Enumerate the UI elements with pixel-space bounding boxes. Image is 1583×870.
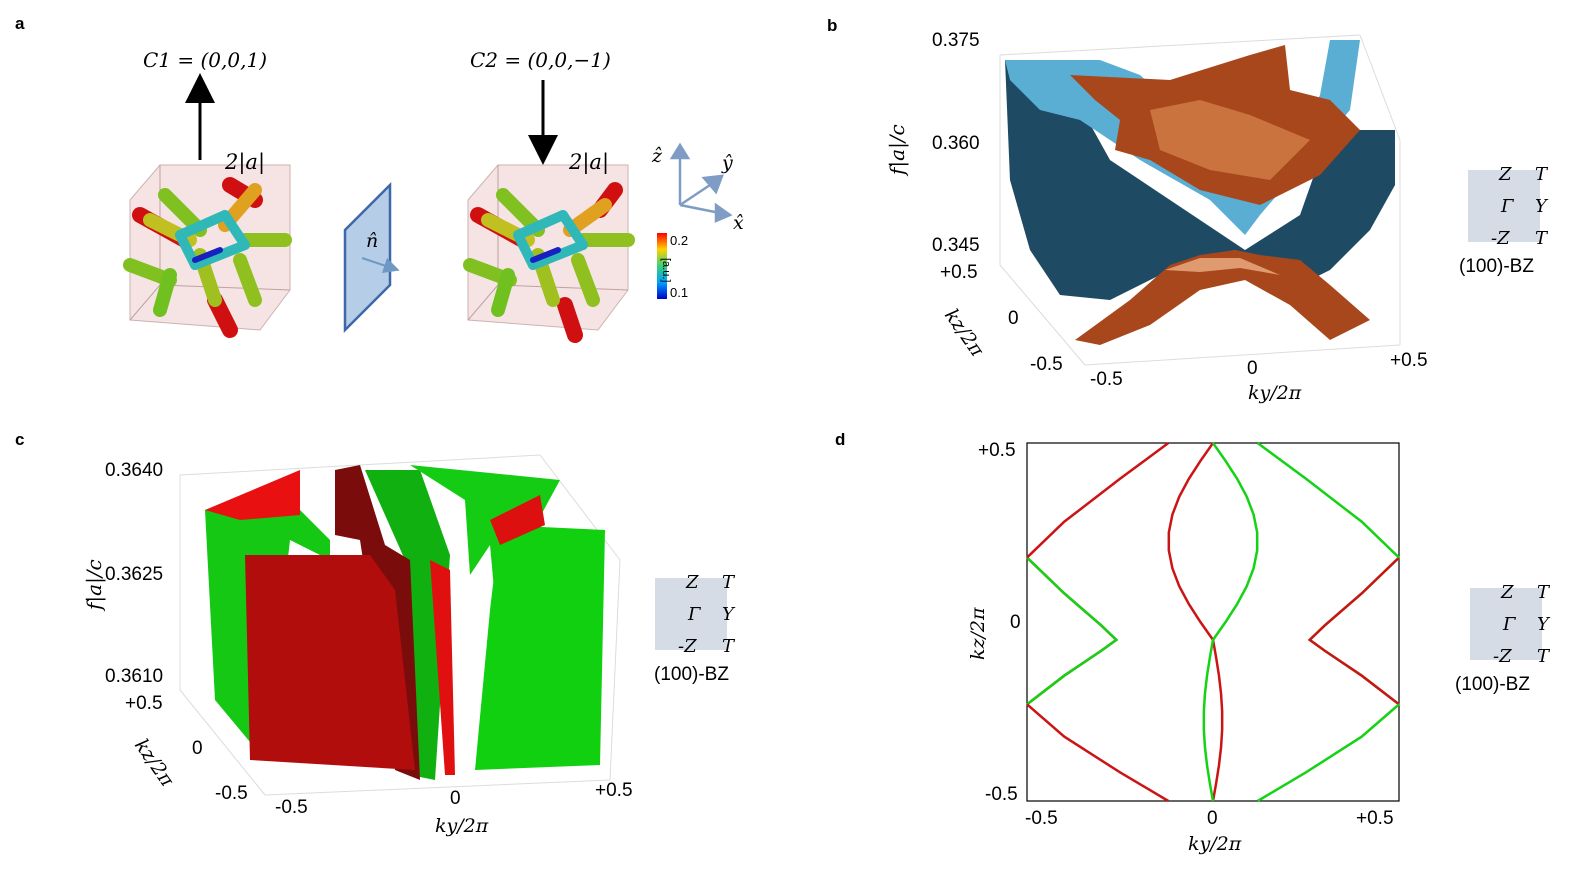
- panel-label-b: b: [827, 16, 838, 35]
- bz-inset-b: Z T Γ Y -Z T (100)-BZ: [1453, 164, 1563, 290]
- bz-caption: (100)-BZ: [1459, 256, 1534, 277]
- bz-Z: Z: [686, 572, 699, 593]
- crystal-structure-left: [123, 164, 292, 338]
- panel-c-surface: [179, 454, 621, 796]
- central-curve-left: [1167, 442, 1224, 802]
- panel-c-f-tick-2: 0.3625: [105, 564, 164, 585]
- panel-d-xlabel: ky/2π: [1188, 833, 1242, 855]
- panel-c-kz-tick-2: 0: [192, 738, 203, 759]
- bz-square: [1468, 170, 1540, 242]
- panel-b-f-tick-1: 0.375: [932, 30, 980, 51]
- bz-Gamma: Γ: [1501, 196, 1514, 217]
- bz-square: [1470, 588, 1542, 660]
- panel-c-f-tick-1: 0.3640: [105, 460, 164, 481]
- panel-label-d: d: [835, 430, 846, 449]
- bz-Y: Y: [722, 604, 734, 625]
- curve-right-1: [1307, 556, 1400, 706]
- panel-d-ylabel: kz/2π: [967, 607, 989, 660]
- bz-T-top: T: [1535, 164, 1548, 185]
- crystal-structure-right: [463, 164, 635, 343]
- bz-caption: (100)-BZ: [1455, 674, 1530, 695]
- panel-c-ky-tick-2: 0: [450, 788, 461, 809]
- panel-b-ky-tick-2: 0: [1247, 358, 1258, 379]
- bz-Y: Y: [1537, 614, 1549, 635]
- bz-T-bottom: T: [1537, 646, 1550, 667]
- bz-Gamma: Γ: [1503, 614, 1516, 635]
- curve-left-0: [1026, 556, 1119, 706]
- normal-vector-label: n̂: [366, 230, 379, 252]
- bz-inset-c: Z T Γ Y -Z T (100)-BZ: [640, 572, 750, 698]
- panel-b-box: [999, 34, 1401, 366]
- curve-left-2: [1026, 441, 1170, 559]
- panel-b-ky-label: ky/2π: [1248, 382, 1302, 404]
- cube-size-label-left: 2|a|: [225, 150, 266, 174]
- bz-Z: Z: [1499, 164, 1512, 185]
- bz-square: [655, 578, 727, 650]
- axis-z-label: ẑ: [652, 145, 663, 167]
- panel-b-surface: [999, 34, 1401, 366]
- panel-b-kz-tick-1: +0.5: [940, 262, 978, 283]
- cube-size-label-right: 2|a|: [569, 150, 610, 174]
- curve-right-0: [1307, 556, 1400, 706]
- panel-label-a: a: [15, 14, 25, 33]
- panel-c-ky-tick-1: -0.5: [275, 797, 308, 818]
- c1-vector-label: C1 = (0,0,1): [143, 48, 267, 72]
- bz-minus-Z: -Z: [1491, 228, 1510, 249]
- bz-minus-Z: -Z: [1493, 646, 1512, 667]
- colorbar-max: 0.2: [670, 233, 689, 248]
- axes-triad: [669, 142, 733, 223]
- bz-T-top: T: [722, 572, 735, 593]
- panel-b-ky-tick-3: +0.5: [1390, 350, 1428, 371]
- panel-c-kz-tick-3: -0.5: [215, 783, 248, 804]
- panel-c-ky-label: ky/2π: [435, 815, 489, 837]
- curve-right-3: [1257, 703, 1400, 803]
- bz-inset-d: Z T Γ Y -Z T (100)-BZ: [1455, 582, 1565, 708]
- panel-b-f-tick-2: 0.360: [932, 133, 980, 154]
- bz-T-bottom: T: [722, 636, 735, 657]
- panel-b-kz-tick-2: 0: [1008, 308, 1019, 329]
- bz-Gamma: Γ: [688, 604, 701, 625]
- colorbar-min: 0.1: [670, 285, 689, 300]
- curve-left-1: [1026, 556, 1119, 706]
- panel-d-y-tick-2: 0: [1010, 612, 1021, 633]
- panel-d-x-tick-3: +0.5: [1356, 808, 1394, 829]
- panel-c-kz-tick-1: +0.5: [125, 693, 163, 714]
- axis-x-label: x̂: [733, 212, 744, 234]
- panel-d-y-tick-3: -0.5: [985, 784, 1018, 805]
- bz-minus-Z: -Z: [678, 636, 697, 657]
- bz-T-top: T: [1537, 582, 1550, 603]
- panel-b-ky-tick-1: -0.5: [1090, 369, 1123, 390]
- panel-b-f-tick-3: 0.345: [932, 235, 980, 256]
- bz-caption: (100)-BZ: [654, 664, 729, 685]
- central-curve-right: [1202, 442, 1259, 802]
- curve-right-2: [1256, 441, 1400, 559]
- panel-d-x-tick-2: 0: [1207, 808, 1218, 829]
- panel-c-f-tick-3: 0.3610: [105, 666, 164, 687]
- panel-label-c: c: [15, 430, 25, 449]
- panel-d-x-tick-1: -0.5: [1025, 808, 1058, 829]
- panel-b-bands: [1005, 40, 1395, 345]
- panel-a-drawing: [123, 73, 733, 343]
- bz-Z: Z: [1501, 582, 1514, 603]
- bz-Y: Y: [1535, 196, 1547, 217]
- panel-b-kz-tick-3: -0.5: [1030, 354, 1063, 375]
- axis-y-label: ŷ: [722, 152, 733, 174]
- bz-T-bottom: T: [1535, 228, 1548, 249]
- mirror-plane: [343, 181, 400, 334]
- panel-d-y-tick-1: +0.5: [978, 440, 1016, 461]
- c2-vector-label: C2 = (0,0,−1): [470, 48, 611, 72]
- curve-left-3: [1026, 703, 1169, 803]
- colorbar: [657, 233, 667, 299]
- panel-c-ky-tick-3: +0.5: [595, 780, 633, 801]
